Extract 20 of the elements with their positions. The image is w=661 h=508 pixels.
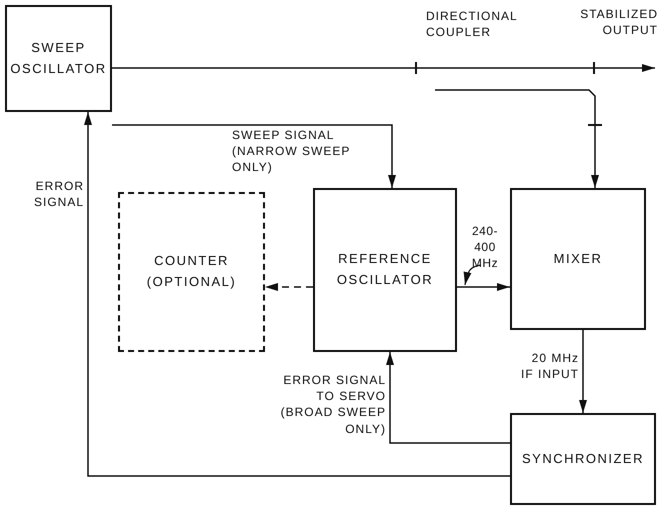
arrow (457, 283, 510, 291)
leader-arrow (464, 264, 482, 286)
block-label: SWEEP OSCILLATOR (9, 38, 108, 78)
block (510, 188, 646, 330)
arrow (435, 89, 599, 188)
block-label: COUNTER (OPTIONAL) (146, 252, 238, 291)
arrow (386, 352, 510, 444)
frequency-label: 240-400 MHz (470, 222, 500, 272)
block-label: REFERENCE OSCILLATOR (336, 250, 434, 289)
arrow (84, 112, 510, 477)
optional-block (118, 192, 265, 352)
arrow (112, 124, 396, 188)
block-label: SYNCHRONIZER (520, 450, 645, 468)
dashed-arrow (265, 283, 313, 291)
arrow (579, 330, 587, 413)
block-label: MIXER (552, 250, 604, 268)
arrow (112, 64, 655, 72)
block (510, 413, 656, 505)
block (313, 188, 457, 352)
block (5, 5, 112, 112)
